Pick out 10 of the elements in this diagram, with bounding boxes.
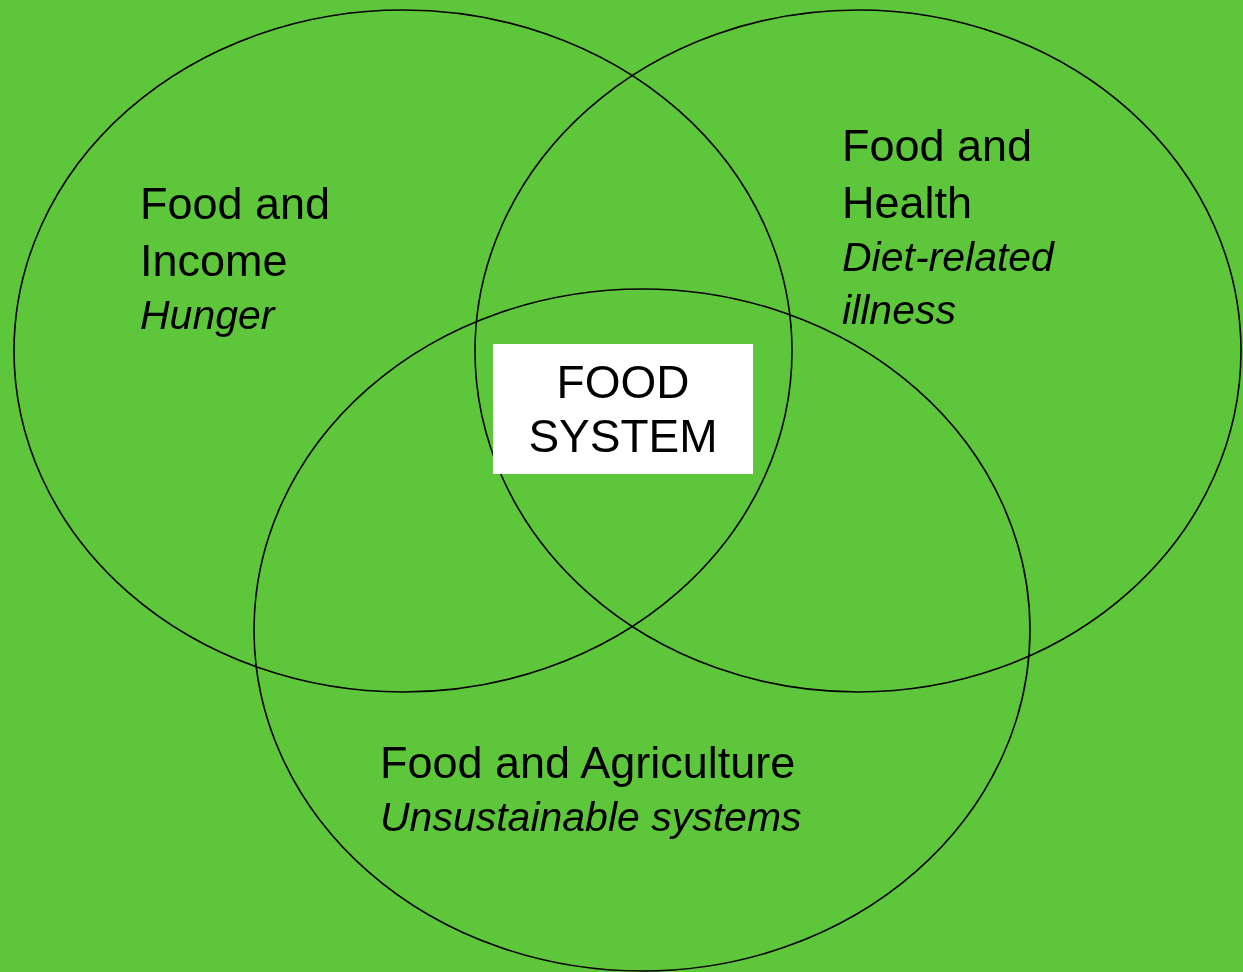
- circle-title: Food and Income: [140, 177, 332, 288]
- circle-title: Food and Agriculture: [380, 736, 797, 790]
- circle-subtitle: Diet-related illness: [842, 233, 1056, 335]
- venn-ellipse: [474, 9, 1242, 693]
- circle-subtitle: Hunger: [140, 291, 277, 340]
- center-label-box: [493, 344, 753, 474]
- center-label: FOOD SYSTEM: [527, 355, 719, 463]
- circle-title: Food and Health: [842, 119, 1034, 230]
- venn-ellipse: [13, 9, 793, 693]
- circle-subtitle: Unsustainable systems: [380, 793, 803, 842]
